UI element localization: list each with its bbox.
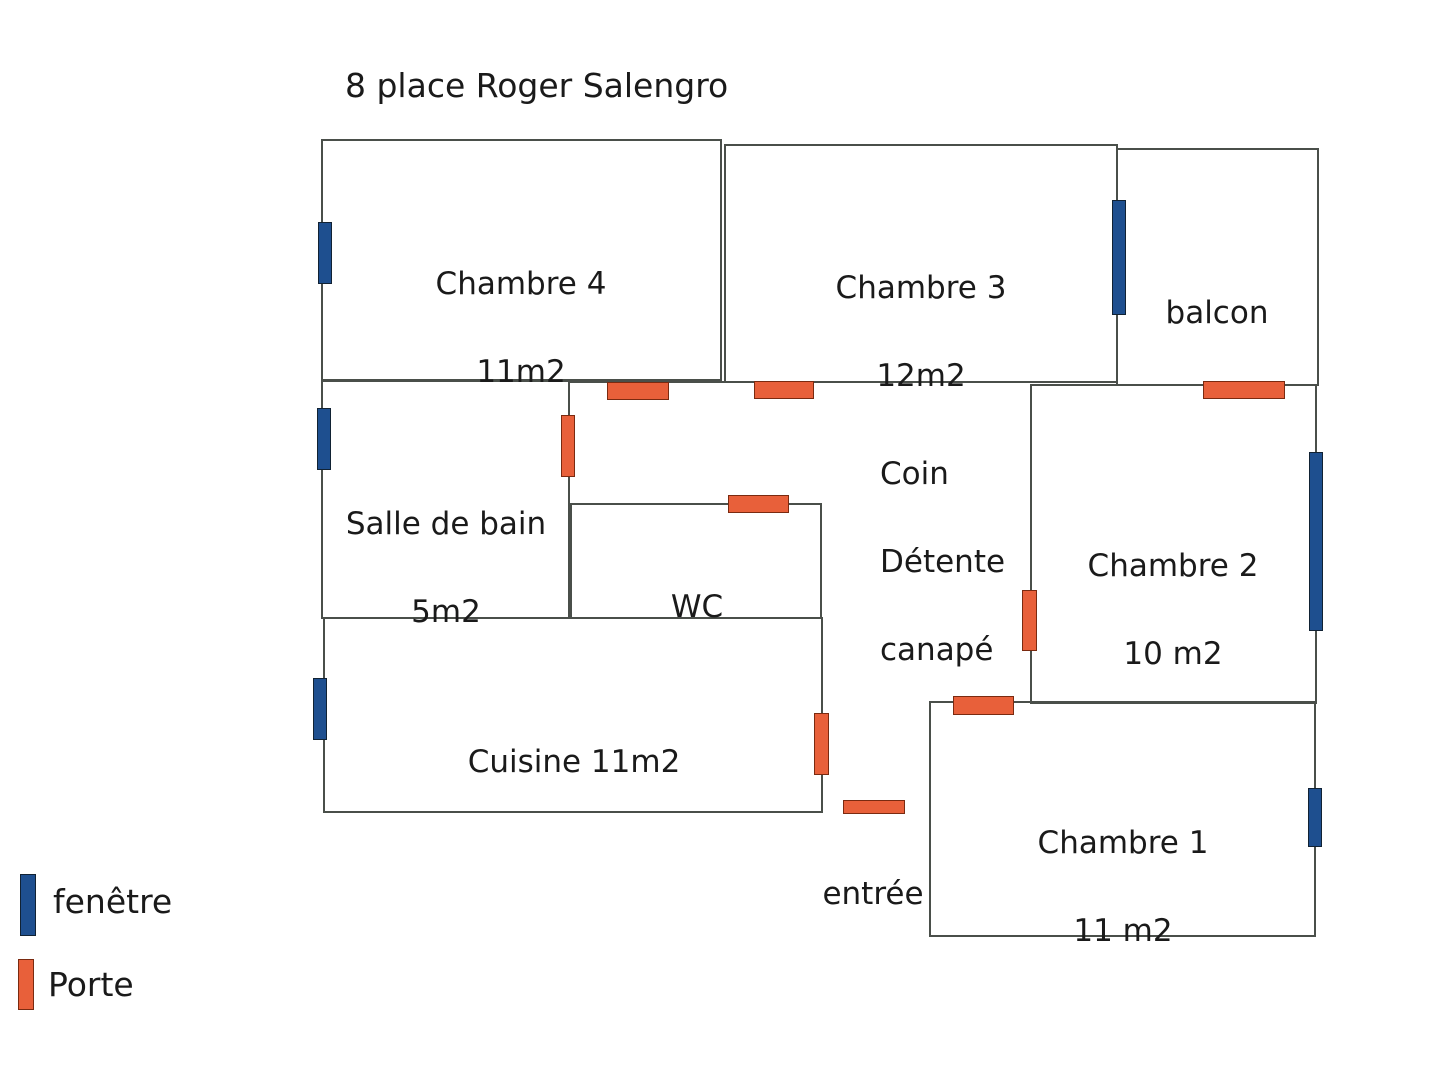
window-chambre-3-balcon — [1112, 200, 1126, 315]
legend-door-label: Porte — [48, 965, 134, 1004]
coin-line-2: Détente — [880, 544, 1006, 580]
door-entree — [843, 800, 905, 814]
door-chambre-4 — [607, 382, 669, 400]
label-chambre-4: Chambre 4 11m2 — [421, 218, 621, 438]
plan-title: 8 place Roger Salengro — [345, 66, 729, 105]
door-salle-de-bain — [561, 415, 575, 477]
label-chambre-3: Chambre 3 12m2 — [821, 222, 1021, 442]
label-balcon: balcon — [1147, 247, 1287, 379]
wc-name: WC — [670, 589, 724, 625]
chambre-1-area: 11 m2 — [1073, 913, 1173, 949]
window-chambre-4 — [318, 222, 332, 284]
label-entree: entrée — [813, 828, 933, 960]
label-chambre-2: Chambre 2 10 m2 — [1073, 500, 1273, 720]
legend-window-swatch — [20, 874, 36, 936]
label-salle-de-bain: Salle de bain 5m2 — [335, 458, 557, 678]
chambre-4-name: Chambre 4 — [435, 266, 607, 302]
label-cuisine: Cuisine 11m2 — [454, 696, 694, 828]
balcon-name: balcon — [1165, 295, 1269, 331]
chambre-2-name: Chambre 2 — [1087, 548, 1259, 584]
entree-name: entrée — [822, 876, 924, 912]
salle-de-bain-area: 5m2 — [411, 594, 481, 630]
salle-de-bain-name: Salle de bain — [345, 506, 547, 542]
label-wc: WC — [647, 541, 747, 673]
coin-line-3: canapé — [880, 632, 994, 668]
window-salle-de-bain — [317, 408, 331, 470]
window-cuisine — [313, 678, 327, 740]
cuisine-name: Cuisine 11m2 — [467, 744, 681, 780]
label-chambre-1: Chambre 1 11 m2 — [1023, 777, 1223, 997]
door-balcon — [1203, 381, 1285, 399]
legend-window-label: fenêtre — [53, 882, 173, 921]
label-coin-detente: Coin Détente canapé — [880, 408, 1020, 716]
coin-line-1: Coin — [880, 456, 949, 492]
chambre-4-area: 11m2 — [476, 354, 566, 390]
door-wc — [728, 495, 789, 513]
chambre-2-area: 10 m2 — [1123, 636, 1223, 672]
window-chambre-1 — [1308, 788, 1322, 847]
chambre-1-name: Chambre 1 — [1037, 825, 1209, 861]
chambre-3-name: Chambre 3 — [835, 270, 1007, 306]
door-chambre-3 — [754, 381, 814, 399]
door-chambre-1 — [953, 696, 1014, 715]
door-chambre-2 — [1022, 590, 1037, 651]
chambre-3-area: 12m2 — [876, 358, 966, 394]
door-cuisine — [814, 713, 829, 775]
window-chambre-2 — [1309, 452, 1323, 631]
legend-door-swatch — [18, 959, 34, 1010]
